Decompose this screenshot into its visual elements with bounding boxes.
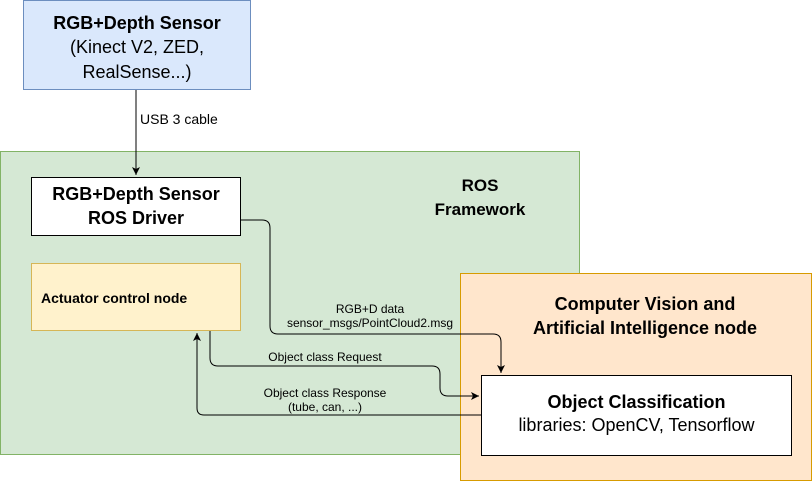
classification-box[interactable]: Object Classification libraries: OpenCV,… — [481, 375, 792, 456]
actuator-label: Actuator control node — [41, 290, 188, 306]
cv-ai-node-label: Computer Vision and Artificial Intellige… — [500, 292, 790, 340]
actuator-node-box[interactable]: Actuator control node — [31, 263, 241, 331]
classification-title: Object Classification — [547, 392, 726, 412]
rgbd-data-label: RGB+D data sensor_msgs/PointCloud2.msg — [283, 302, 457, 330]
usb-cable-label: USB 3 cable — [140, 111, 218, 127]
rgbd-label-line1: RGB+D data — [335, 302, 405, 316]
response-label-line2: (tube, can, ...) — [287, 400, 363, 414]
classification-libraries: libraries: OpenCV, Tensorflow — [518, 415, 755, 435]
cv-label-line1: Computer Vision and — [554, 294, 736, 314]
response-label-line1: Object class Response — [263, 386, 387, 400]
ros-label-line1: ROS — [461, 176, 499, 195]
sensor-title: RGB+Depth Sensor — [53, 13, 221, 33]
rgbd-data-arrow — [241, 219, 505, 373]
sensor-models-line1: (Kinect V2, ZED, — [69, 37, 205, 57]
ros-framework-label: ROS Framework — [399, 174, 561, 222]
rgbd-label-line2: sensor_msgs/PointCloud2.msg — [286, 316, 454, 330]
sensor-driver-box[interactable]: RGB+Depth Sensor ROS Driver — [31, 177, 241, 236]
driver-line2: ROS Driver — [87, 208, 185, 228]
driver-line1: RGB+Depth Sensor — [52, 184, 220, 204]
response-label: Object class Response (tube, can, ...) — [255, 386, 395, 414]
sensor-models-line2: RealSense...) — [82, 62, 192, 82]
ros-label-line2: Framework — [434, 200, 526, 219]
request-label: Object class Request — [268, 350, 382, 364]
request-arrow — [209, 331, 479, 400]
sensor-box[interactable]: RGB+Depth Sensor (Kinect V2, ZED, RealSe… — [23, 0, 251, 90]
response-arrow — [193, 333, 481, 416]
cv-label-line2: Artificial Intelligence node — [532, 318, 758, 338]
